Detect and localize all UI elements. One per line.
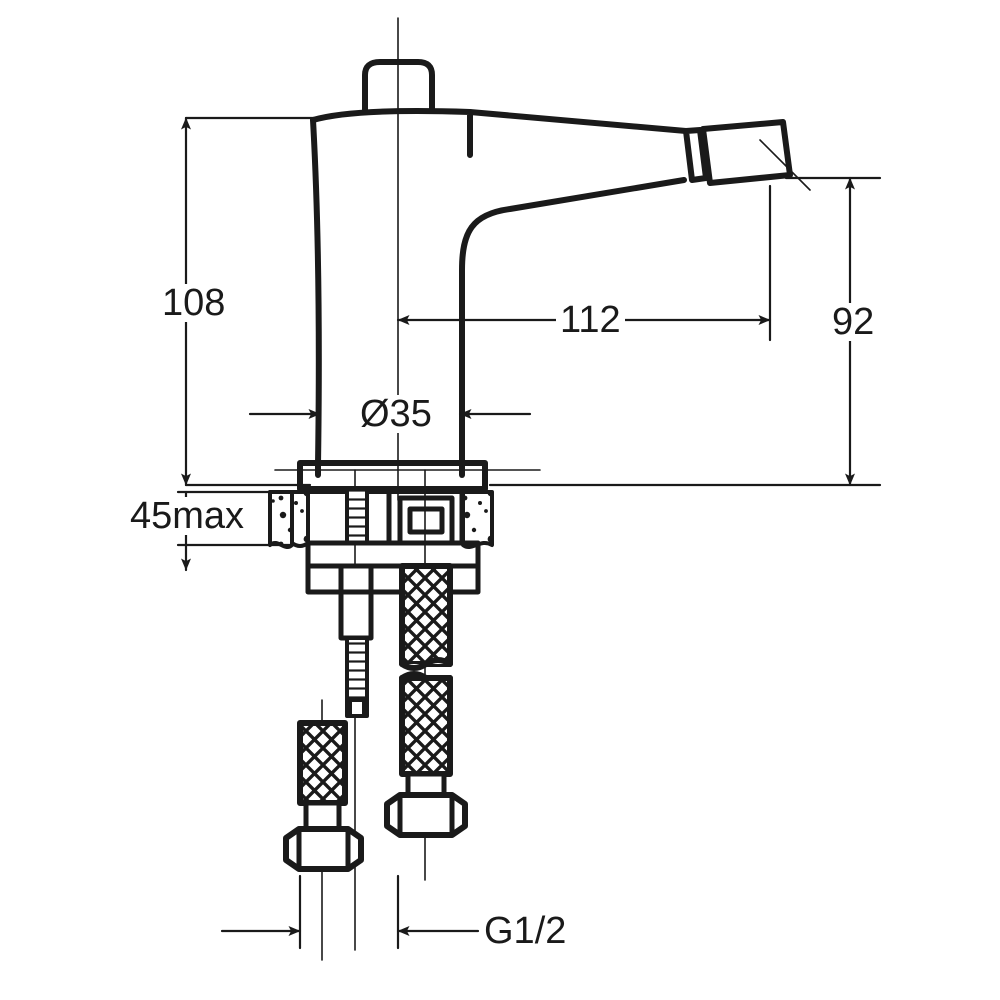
dimension-label-45max: 45max — [126, 497, 249, 535]
dimension-diameter-35 — [248, 394, 532, 434]
hose-connector-nut — [397, 495, 455, 546]
counter-cross-section — [268, 490, 494, 549]
dimension-label-g12: G1/2 — [480, 912, 571, 950]
spout-aerator — [683, 119, 793, 186]
dimension-label-112: 112 — [556, 301, 625, 339]
dimension-label-108: 108 — [158, 284, 230, 322]
dimension-g12 — [220, 874, 480, 950]
dimension-label-92: 92 — [828, 303, 879, 341]
threaded-mounting-stud — [338, 487, 374, 718]
dimension-label-diameter-35: Ø35 — [356, 395, 436, 433]
base-flange — [297, 460, 488, 492]
lever-handle — [362, 59, 435, 113]
dimension-92 — [488, 176, 882, 487]
braided-hose-long — [384, 563, 468, 838]
braided-hose-short — [283, 720, 364, 872]
spout-arm — [459, 109, 689, 273]
